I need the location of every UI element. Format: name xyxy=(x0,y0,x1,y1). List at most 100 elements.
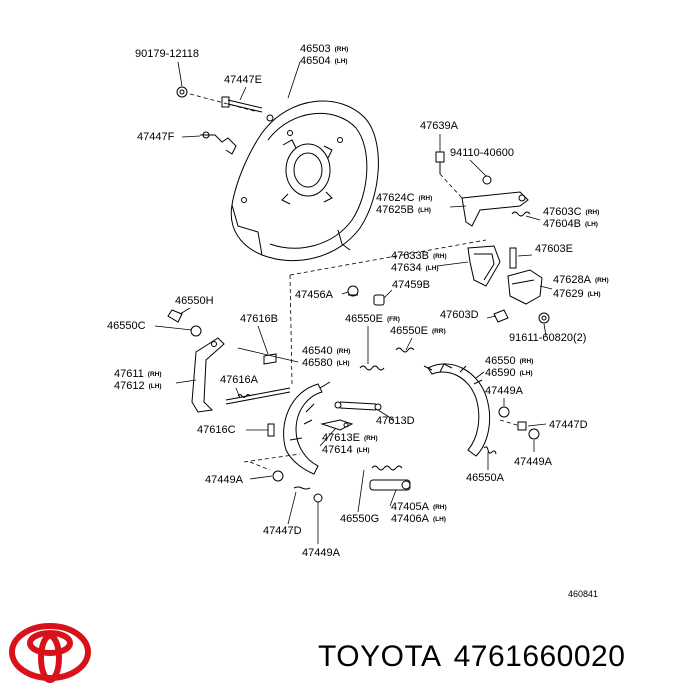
part-label-side: (RR) xyxy=(432,328,446,335)
part-label: 47616A xyxy=(220,374,259,386)
part-label-side: (FR) xyxy=(387,316,400,323)
part-label: 46590 xyxy=(485,367,516,379)
part-label-side: (RH) xyxy=(337,348,351,355)
part-label: 47639A xyxy=(420,120,459,132)
part-label-side: (RH) xyxy=(433,504,447,511)
part-label: 47447E xyxy=(224,74,262,86)
backing-plate xyxy=(230,100,379,262)
part-label-side: (RH) xyxy=(148,371,162,378)
adjuster-47613e xyxy=(320,419,354,431)
part-label: 47633B xyxy=(391,250,429,262)
part-label-side: (RH) xyxy=(419,195,433,202)
part-label-side: (RH) xyxy=(364,435,378,442)
brand-line: TOYOTA 4761660020 xyxy=(318,640,637,674)
part-label: 47624C xyxy=(376,192,415,204)
part-label-side: (LH) xyxy=(426,265,439,272)
clip-47603d xyxy=(493,309,509,323)
part-label: 46550G xyxy=(340,513,379,525)
part-label-side: (LH) xyxy=(585,221,598,228)
part-label-side: (LH) xyxy=(335,58,348,65)
washer-47449a-right-lower xyxy=(528,428,540,440)
spring-47603c xyxy=(511,211,531,217)
cam-47633b xyxy=(467,245,501,287)
nut-94110 xyxy=(482,175,492,185)
part-label: 91611-60820(2) xyxy=(509,332,586,344)
toyota-logo-icon xyxy=(9,623,91,683)
part-label: 47616B xyxy=(240,313,278,325)
lever-47624c xyxy=(461,191,529,227)
part-label-side: (RH) xyxy=(595,277,609,284)
bracket-47628a xyxy=(507,269,543,305)
part-label: 47449A xyxy=(485,385,524,397)
washer-90179 xyxy=(176,86,188,98)
part-label: 47613E xyxy=(322,432,360,444)
parking-lever-47611 xyxy=(191,337,225,413)
washer-47449a-left xyxy=(272,470,284,482)
part-label: 46503 xyxy=(300,43,331,55)
leader-lines xyxy=(154,61,553,544)
brake-shoe-46550 xyxy=(423,363,491,457)
washer-47449a-right xyxy=(498,406,510,418)
brand-name: TOYOTA xyxy=(318,640,442,673)
part-label-side: (RH) xyxy=(335,46,349,53)
adjuster-47459b xyxy=(373,294,385,306)
part-label: 47612 xyxy=(114,380,145,392)
part-label-side: (RH) xyxy=(520,358,534,365)
part-label: 46550C xyxy=(107,320,146,332)
bracket-47447f xyxy=(200,131,237,155)
part-label-side: (LH) xyxy=(418,207,431,214)
part-label: 47447D xyxy=(549,419,588,431)
washer-46550c xyxy=(190,325,202,337)
part-label: 47628A xyxy=(553,274,592,286)
bolt-47447e xyxy=(221,96,263,113)
part-labels: 90179-12118 46503 (RH) 46504 (LH) 47447E 47447… xyxy=(107,43,609,559)
part-label-side: (LH) xyxy=(357,447,370,454)
part-label: 46540 xyxy=(302,345,333,357)
pin-47616c xyxy=(267,423,275,437)
part-label: 94110-40600 xyxy=(450,147,514,159)
part-label-side: (LH) xyxy=(588,291,601,298)
adjuster-47405a xyxy=(369,479,411,491)
brake-shoe-46540 xyxy=(283,381,331,475)
part-label: 47611 xyxy=(114,368,144,380)
part-label: 47447D xyxy=(263,525,302,537)
part-label: 47616C xyxy=(197,424,236,436)
spring-46550g xyxy=(371,465,403,471)
part-label: 47603C xyxy=(543,206,582,218)
part-label-side: (LH) xyxy=(149,383,162,390)
part-label: 46550 xyxy=(485,355,516,367)
part-label-side: (RH) xyxy=(433,253,447,260)
pin-47447d-right xyxy=(517,421,527,431)
part-label: 47449A xyxy=(302,547,341,559)
part-label: 47447F xyxy=(137,131,175,143)
spring-46550e-fr xyxy=(359,365,385,371)
part-label: 47614 xyxy=(322,444,353,456)
strut-47616a xyxy=(225,387,291,405)
pin-47616b xyxy=(263,353,277,365)
part-label: 47625B xyxy=(376,204,414,216)
bolt-47639a xyxy=(435,151,445,174)
spring-46550e-rr xyxy=(395,347,415,353)
part-label: 47405A xyxy=(391,501,430,513)
nut-91611 xyxy=(538,312,550,324)
part-label-side: (LH) xyxy=(337,360,350,367)
part-label: 46504 xyxy=(300,55,331,67)
part-label: 90179-12118 xyxy=(135,48,199,60)
part-label: 47603E xyxy=(535,243,573,255)
figure-number: 460841 xyxy=(568,589,598,599)
clip-47456a xyxy=(347,285,359,297)
part-label: 47603D xyxy=(440,309,479,321)
part-number: 4761660020 xyxy=(453,640,626,673)
part-label: 47613D xyxy=(376,415,415,427)
part-label: 47634 xyxy=(391,262,422,274)
pin-47603e xyxy=(509,247,517,269)
part-label: 46550A xyxy=(466,472,505,484)
part-label: 47449A xyxy=(205,474,244,486)
spring-46550a xyxy=(483,446,497,455)
part-label-side: (RH) xyxy=(586,209,600,216)
part-label-side: (LH) xyxy=(520,370,533,377)
clip-46550h xyxy=(167,309,183,323)
part-label: 47459B xyxy=(392,279,430,291)
part-label: 47456A xyxy=(295,289,334,301)
part-label: 47449A xyxy=(514,456,553,468)
